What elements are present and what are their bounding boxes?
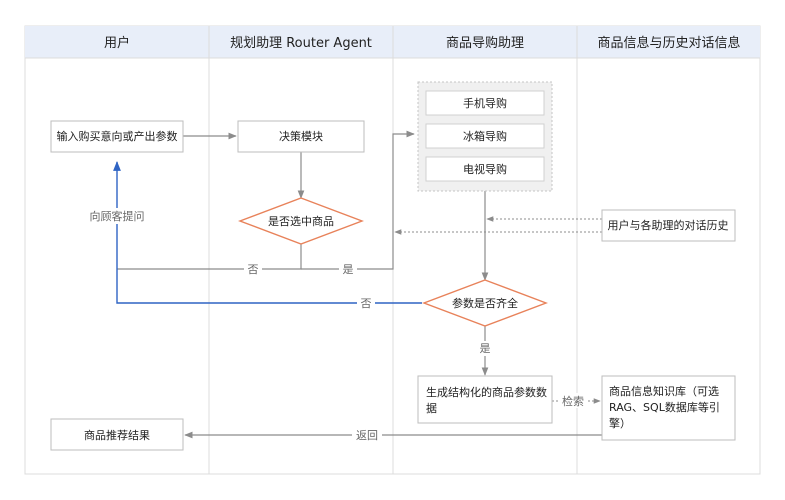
- svg-text:是否选中商品: 是否选中商品: [268, 214, 334, 228]
- svg-text:参数是否齐全: 参数是否齐全: [452, 296, 518, 310]
- label-search: 检索: [562, 394, 584, 408]
- label-select-no: 否: [248, 263, 259, 276]
- guide-group: 手机导购 冰箱导购 电视导购: [417, 81, 553, 192]
- node-result: 商品推荐结果: [50, 418, 184, 451]
- node-input: 输入购买意向或产出参数: [50, 120, 184, 153]
- node-params-check: 参数是否齐全: [422, 279, 548, 327]
- svg-text:冰箱导购: 冰箱导购: [463, 129, 507, 143]
- node-guide-tv: 电视导购: [425, 156, 545, 182]
- svg-text:RAG、SQL数据库等引: RAG、SQL数据库等引: [609, 400, 720, 414]
- svg-text:擎）: 擎）: [609, 416, 631, 430]
- svg-text:据: 据: [426, 401, 437, 415]
- label-ask-customer: 向顾客提问: [90, 209, 145, 223]
- lane-title-user: 用户: [104, 35, 130, 51]
- lane-title-router-agent: 规划助理 Router Agent: [230, 36, 372, 51]
- node-decide: 决策模块: [237, 120, 365, 153]
- label-select-yes: 是: [343, 263, 354, 276]
- label-params-yes: 是: [480, 342, 491, 355]
- node-guide-phone: 手机导购: [425, 90, 545, 116]
- label-return: 返回: [356, 429, 378, 442]
- node-select-decision: 是否选中商品: [238, 197, 364, 245]
- svg-text:商品推荐结果: 商品推荐结果: [84, 428, 150, 442]
- swimlane-frame: [24, 25, 761, 475]
- svg-text:输入购买意向或产出参数: 输入购买意向或产出参数: [57, 129, 178, 143]
- node-knowledge-base: 商品信息知识库（可选 RAG、SQL数据库等引 擎）: [601, 375, 736, 441]
- lane-title-product-info: 商品信息与历史对话信息: [597, 35, 740, 51]
- svg-text:商品信息知识库（可选: 商品信息知识库（可选: [609, 384, 719, 398]
- svg-text:手机导购: 手机导购: [463, 96, 507, 110]
- lane-title-shopping-guide: 商品导购助理: [446, 35, 524, 51]
- svg-text:用户与各助理的对话历史: 用户与各助理的对话历史: [608, 218, 729, 232]
- node-generate-params: 生成结构化的商品参数数 据: [417, 375, 553, 424]
- svg-text:电视导购: 电视导购: [463, 162, 507, 176]
- svg-text:决策模块: 决策模块: [279, 129, 323, 143]
- node-guide-fridge: 冰箱导购: [425, 123, 545, 149]
- node-history: 用户与各助理的对话历史: [601, 209, 736, 242]
- label-params-no: 否: [361, 297, 372, 310]
- svg-text:生成结构化的商品参数数: 生成结构化的商品参数数: [426, 385, 547, 399]
